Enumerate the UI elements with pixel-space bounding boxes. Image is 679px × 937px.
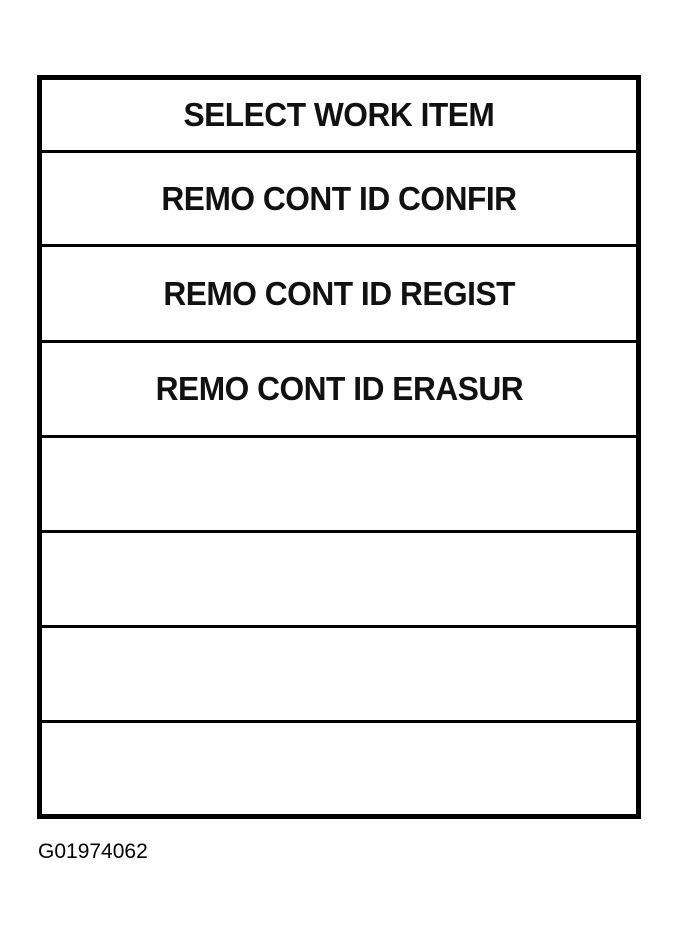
menu-item-empty <box>42 435 636 530</box>
menu-title: SELECT WORK ITEM <box>183 96 495 133</box>
menu-item-empty <box>42 530 636 625</box>
menu-item-remo-cont-id-erasur[interactable]: REMO CONT ID ERASUR <box>42 340 636 435</box>
menu-item-label: REMO CONT ID CONFIR <box>161 179 517 217</box>
menu-item-remo-cont-id-confir[interactable]: REMO CONT ID CONFIR <box>42 150 636 244</box>
menu-item-remo-cont-id-regist[interactable]: REMO CONT ID REGIST <box>42 244 636 340</box>
figure-id: G01974062 <box>38 840 148 863</box>
work-item-menu: SELECT WORK ITEM REMO CONT ID CONFIR REM… <box>37 75 641 819</box>
menu-header: SELECT WORK ITEM <box>42 80 636 150</box>
menu-item-label: REMO CONT ID ERASUR <box>155 370 523 407</box>
menu-item-label: REMO CONT ID REGIST <box>163 274 515 312</box>
menu-item-empty <box>42 720 636 814</box>
menu-item-empty <box>42 625 636 720</box>
